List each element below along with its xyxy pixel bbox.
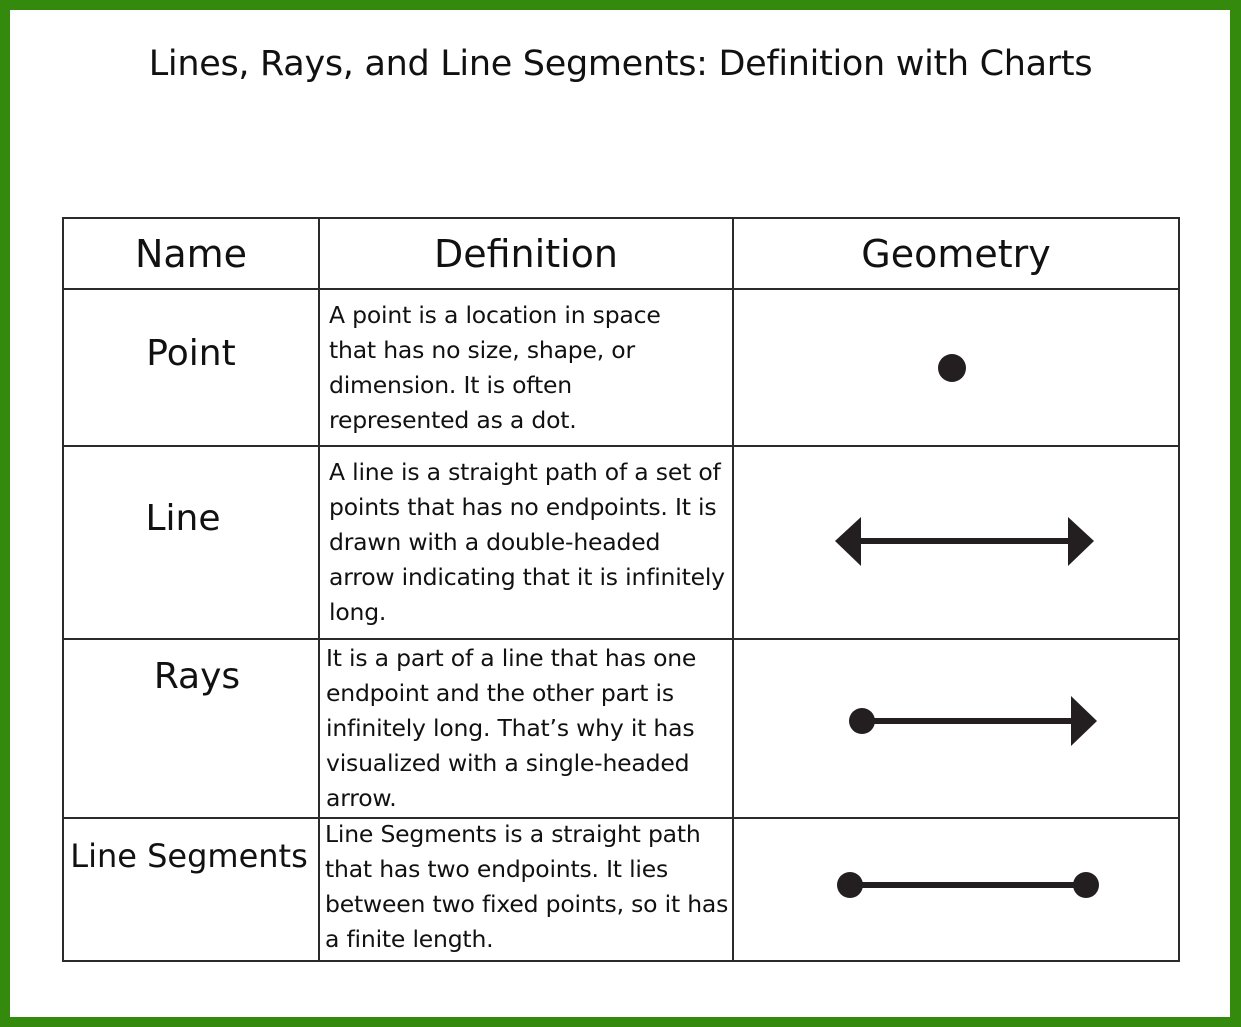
row-name: Line — [145, 498, 221, 539]
table-row-point: Point A point is a location in space tha… — [62, 288, 1180, 447]
definition-cell: Line Segments is a straight path that ha… — [318, 817, 734, 962]
row-definition: It is a part of a line that has one endp… — [326, 644, 697, 812]
table-row-line-segments: Line Segments Line Segments is a straigh… — [62, 817, 1180, 962]
table-row-line: Line A line is a straight path of a set … — [62, 445, 1180, 640]
row-name: Line Segments — [70, 836, 308, 875]
definition-cell: It is a part of a line that has one endp… — [318, 638, 734, 819]
header-geometry: Geometry — [732, 217, 1180, 290]
row-name: Rays — [153, 656, 241, 697]
geometry-cell — [732, 817, 1180, 962]
dot-icon — [938, 354, 966, 382]
definition-cell: A line is a straight path of a set of po… — [318, 445, 734, 640]
double-headed-arrow-icon — [835, 517, 1094, 566]
geometry-cell — [732, 288, 1180, 447]
geometry-cell — [732, 445, 1180, 640]
page-title: Lines, Rays, and Line Segments: Definiti… — [148, 44, 1093, 84]
table-row-rays: Rays It is a part of a line that has one… — [62, 638, 1180, 819]
definitions-table: Name Definition Geometry Point A point i… — [62, 217, 1180, 962]
name-cell: Rays — [62, 638, 320, 819]
row-name: Point — [146, 333, 236, 374]
definition-cell: A point is a location in space that has … — [318, 288, 734, 447]
geometry-cell — [732, 638, 1180, 819]
row-definition: A point is a location in space that has … — [329, 300, 661, 434]
ray-arrow-icon — [849, 696, 1097, 746]
header-name: Name — [62, 217, 320, 290]
row-definition: Line Segments is a straight path that ha… — [325, 819, 729, 953]
name-cell: Point — [62, 288, 320, 447]
line-segment-icon — [837, 872, 1099, 898]
row-definition: A line is a straight path of a set of po… — [329, 458, 725, 626]
name-cell: Line Segments — [62, 817, 320, 962]
name-cell: Line — [62, 445, 320, 640]
header-row: Name Definition Geometry — [62, 217, 1180, 290]
header-definition: Definition — [318, 217, 734, 290]
